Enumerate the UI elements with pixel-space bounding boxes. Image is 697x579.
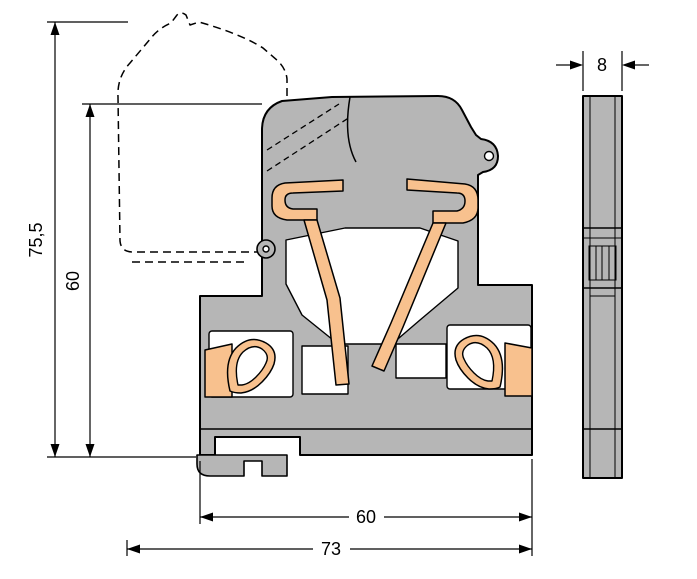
left-current-bar: [303, 219, 350, 386]
dim-arrow-up: [85, 104, 95, 117]
dim-housing-height: 60: [63, 103, 262, 457]
side-view-body: [582, 95, 623, 479]
side-view: [582, 95, 623, 479]
dim-arrow-down: [85, 444, 95, 457]
left-terminal-block: [204, 343, 233, 398]
dim-total-width: 73: [126, 539, 532, 559]
dimensions: 75,5 60 60 73: [26, 21, 649, 559]
dim-body-width: 60: [199, 459, 533, 556]
dim-total-height-label: 75,5: [26, 222, 46, 257]
dim-total-height: 75,5: [26, 21, 196, 458]
din-rail-latch: [196, 454, 288, 477]
right-terminal-block: [504, 342, 533, 397]
right-current-bar: [371, 222, 447, 372]
dim-arrow-left: [622, 60, 635, 70]
right-fuse-clip: [406, 178, 479, 224]
dim-side-width: 8: [556, 51, 649, 91]
front-view: [117, 12, 533, 477]
fuse-carrier-edge-line: [346, 96, 357, 163]
dim-arrow-right: [519, 544, 532, 554]
dim-arrow-down: [50, 444, 60, 457]
left-clamp-spring-inner: [235, 345, 269, 386]
dim-arrow-left: [127, 544, 140, 554]
dim-total-width-label: 73: [321, 539, 341, 559]
dim-body-width-label: 60: [356, 507, 376, 527]
cover-hinge-pin: [262, 245, 270, 253]
lower-center-right-cavity: [395, 343, 447, 379]
dim-housing-height-label: 60: [63, 271, 83, 291]
hidden-cover-edge-dashed-1: [266, 103, 340, 151]
fixing-ear-hole: [483, 150, 495, 162]
open-cover-dashed-outline: [117, 12, 288, 253]
dim-side-width-label: 8: [597, 55, 607, 75]
dim-arrow-up: [50, 22, 60, 35]
dim-arrow-right: [519, 512, 532, 522]
right-clamp-spring-inner: [461, 341, 495, 382]
dim-arrow-left: [200, 512, 213, 522]
hidden-cover-edge-dashed-2: [266, 116, 351, 172]
dim-arrow-right: [570, 60, 583, 70]
left-fuse-clip: [271, 179, 344, 221]
